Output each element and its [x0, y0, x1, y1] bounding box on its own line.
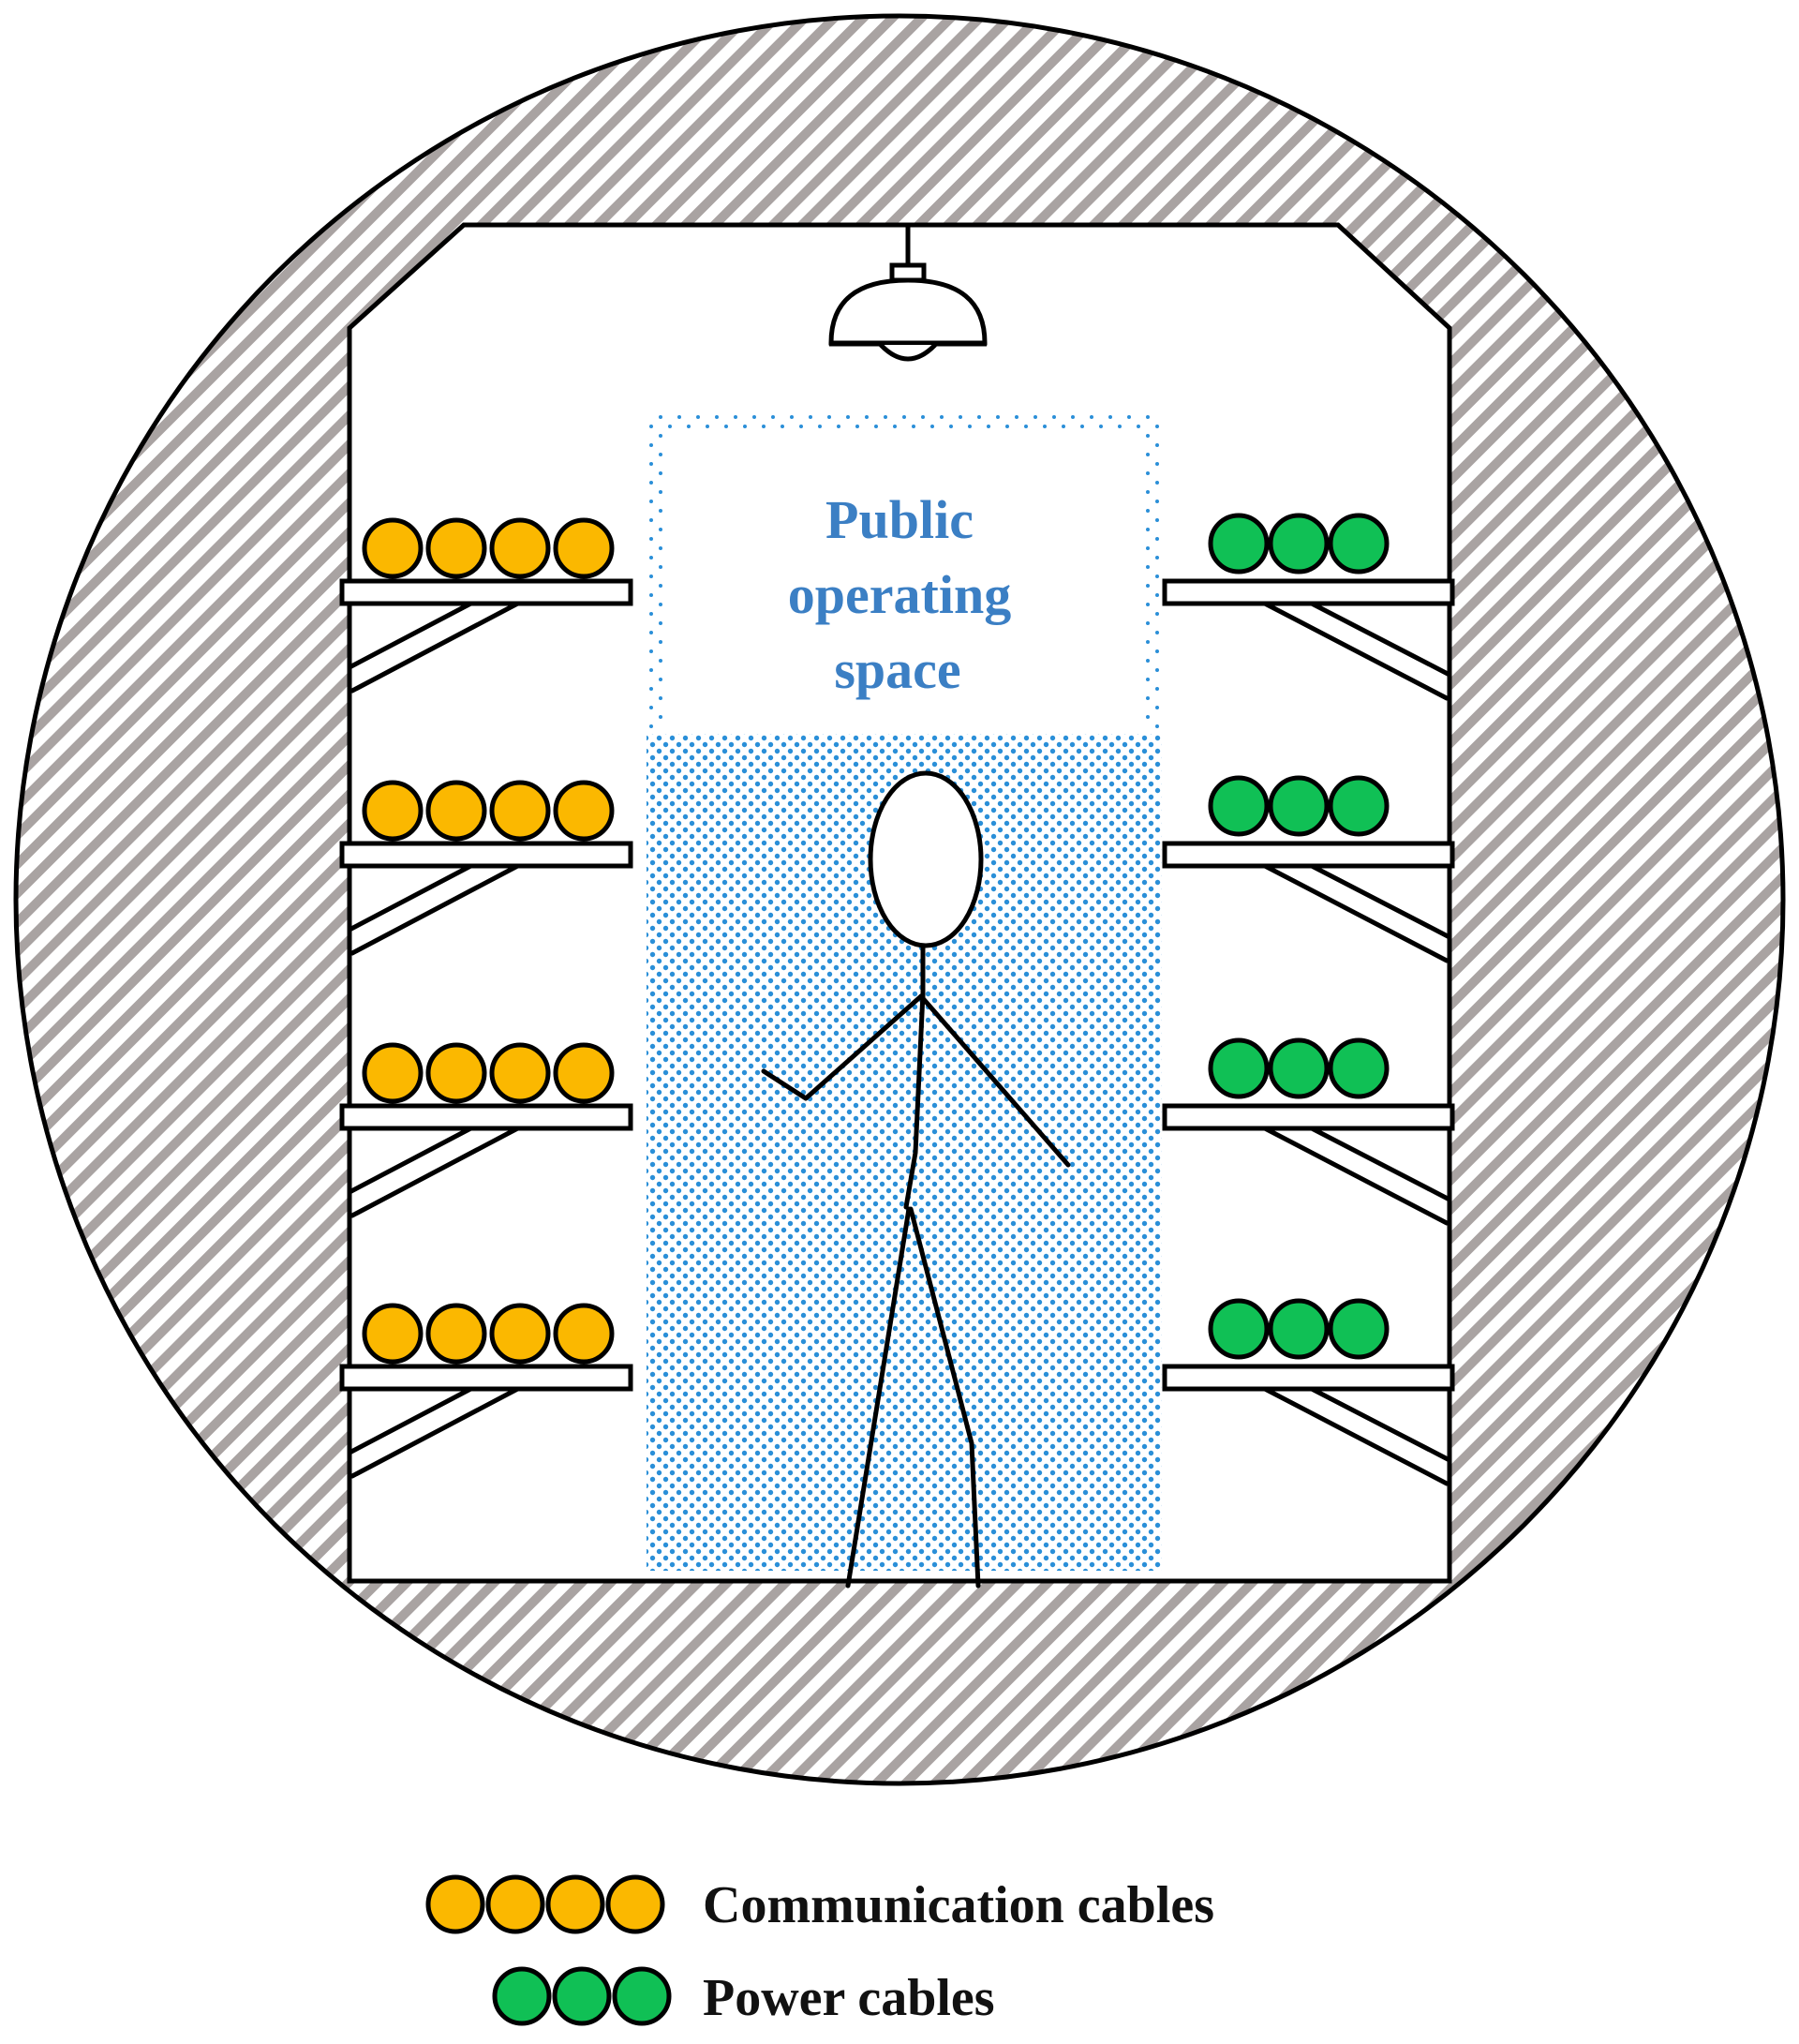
power-cable [1328, 513, 1390, 574]
public-operating-space: Public operating space [647, 415, 1162, 1571]
legend-communication-swatch [545, 1874, 605, 1934]
legend-communication-swatches [425, 1874, 665, 1934]
left-tray-4 [339, 1303, 633, 1479]
power-cable [1268, 1037, 1330, 1099]
legend-power-swatch [552, 1966, 612, 2026]
communication-cable [553, 780, 615, 842]
power-cable [1208, 1037, 1270, 1099]
power-cable [1268, 1298, 1330, 1360]
communication-cable [425, 1303, 487, 1365]
left-cable-trays [339, 517, 633, 1479]
communication-cable [362, 780, 424, 842]
legend-communication-swatch [425, 1874, 485, 1934]
communication-cable [489, 1042, 551, 1104]
legend-communication-swatch [605, 1874, 665, 1934]
communication-cable [489, 517, 551, 579]
communication-cable [362, 517, 424, 579]
communication-cable [425, 1042, 487, 1104]
right-tray-shelf [1162, 578, 1455, 606]
legend-power-swatch [612, 1966, 672, 2026]
right-tray-shelf [1162, 1364, 1455, 1392]
communication-cable [553, 1303, 615, 1365]
communication-cable [425, 780, 487, 842]
legend-power-swatches [492, 1966, 672, 2026]
communication-cable [553, 1042, 615, 1104]
power-cable [1208, 1298, 1270, 1360]
legend-communication-swatch [485, 1874, 545, 1934]
ceiling-lamp-icon [828, 226, 988, 362]
communication-cable [362, 1042, 424, 1104]
power-cable [1208, 775, 1270, 837]
communication-cable [425, 517, 487, 579]
left-tray-3 [339, 1042, 633, 1218]
right-tray-shelf [1162, 1103, 1455, 1131]
space-label-line-2: operating [788, 564, 1011, 625]
power-cable [1268, 513, 1330, 574]
legend-communication-label: Communication cables [703, 1876, 1214, 1934]
power-cable [1328, 1298, 1390, 1360]
left-tray-shelf [339, 1364, 633, 1392]
left-tray-2 [339, 780, 633, 956]
communication-cable [489, 1303, 551, 1365]
legend-power-label: Power cables [703, 1969, 995, 2027]
right-tray-shelf [1162, 841, 1455, 869]
power-cable [1268, 775, 1330, 837]
communication-cable [489, 780, 551, 842]
communication-cable [362, 1303, 424, 1365]
space-label-line-1: Public [825, 489, 974, 550]
left-tray-shelf [339, 841, 633, 869]
person-figure [761, 770, 1071, 1589]
legend: Communication cables Power cables [425, 1874, 1214, 2027]
right-tray-2 [1162, 775, 1455, 963]
space-label-line-3: space [834, 639, 960, 700]
right-tray-4 [1162, 1298, 1455, 1486]
right-cable-trays [1162, 513, 1455, 1486]
left-tray-shelf [339, 578, 633, 606]
communication-cable [553, 517, 615, 579]
power-cable [1208, 513, 1270, 574]
left-tray-shelf [339, 1103, 633, 1131]
right-tray-1 [1162, 513, 1455, 701]
person-head [868, 770, 984, 948]
left-tray-1 [339, 517, 633, 694]
legend-power-swatch [492, 1966, 552, 2026]
power-cable [1328, 1037, 1390, 1099]
right-tray-3 [1162, 1037, 1455, 1226]
power-cable [1328, 775, 1390, 837]
